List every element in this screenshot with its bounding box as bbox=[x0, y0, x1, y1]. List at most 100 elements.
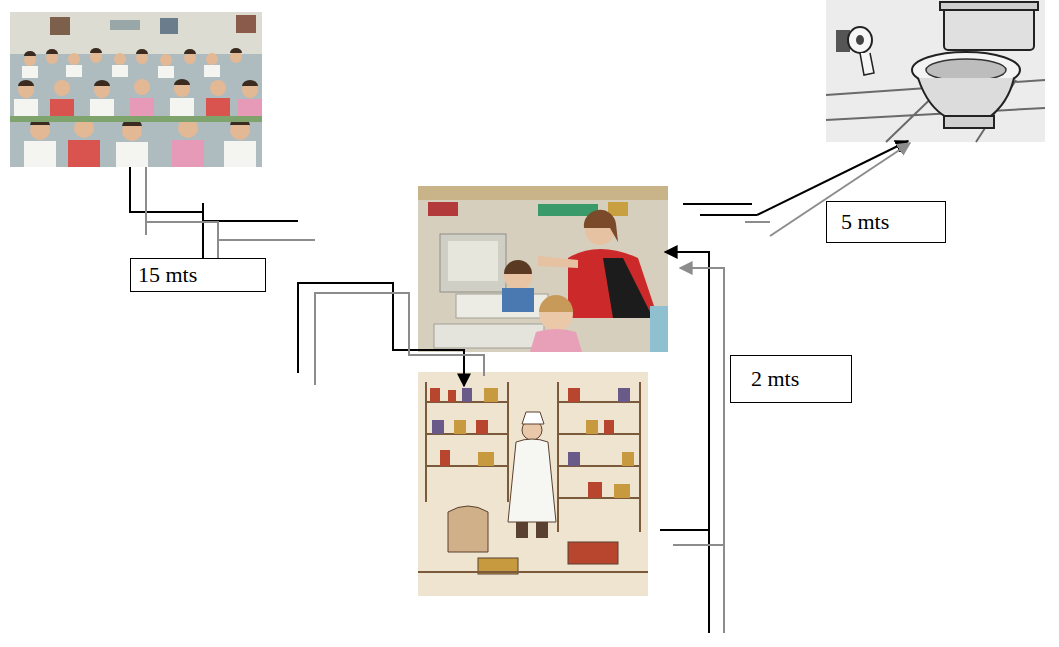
classroom-photo bbox=[18, 80, 34, 86]
classroom-photo bbox=[50, 98, 230, 167]
computer-room-photo bbox=[428, 202, 458, 216]
computer-room-photo bbox=[504, 260, 532, 274]
shop-illustration bbox=[586, 420, 598, 434]
shop-illustration bbox=[568, 542, 618, 564]
computer-room-photo bbox=[418, 186, 668, 200]
shop-illustration bbox=[440, 450, 450, 466]
shop-illustration bbox=[568, 452, 580, 466]
classroom-photo bbox=[236, 15, 256, 33]
classroom-photo bbox=[94, 80, 110, 86]
computer-room-photo bbox=[584, 210, 618, 242]
classroom-photo bbox=[134, 79, 150, 95]
route-lines bbox=[683, 204, 757, 215]
toilet-drawing bbox=[918, 78, 1014, 118]
shop-illustration bbox=[418, 372, 648, 596]
shop-illustration bbox=[604, 420, 614, 434]
computer-room-photo bbox=[434, 324, 544, 348]
route-lines bbox=[298, 283, 464, 386]
shop-illustration bbox=[516, 522, 528, 538]
classroom-photo bbox=[170, 98, 194, 116]
toilet-drawing bbox=[926, 59, 1006, 81]
classroom-photo bbox=[90, 99, 114, 117]
route-lines bbox=[665, 252, 709, 633]
distance-box: 5 mts bbox=[826, 201, 946, 243]
shop-illustration bbox=[448, 390, 456, 402]
shop-illustration bbox=[522, 412, 544, 424]
computer-room-photo bbox=[418, 186, 668, 352]
classroom-photo bbox=[204, 65, 220, 77]
classroom-photo bbox=[24, 51, 36, 56]
classroom-photo bbox=[114, 53, 126, 65]
route-lines bbox=[660, 529, 709, 531]
classroom-photo bbox=[14, 99, 38, 117]
classroom-photo bbox=[130, 98, 154, 116]
shop-illustration bbox=[418, 372, 648, 596]
classroom-photo bbox=[46, 49, 58, 54]
shop-illustration bbox=[476, 420, 488, 434]
classroom-photo bbox=[110, 20, 140, 30]
classroom-photo bbox=[10, 116, 262, 122]
toilet-drawing bbox=[944, 116, 994, 128]
distance-label: 2 mts bbox=[751, 366, 837, 391]
classroom-photo bbox=[206, 98, 230, 116]
computer-room-photo bbox=[603, 258, 653, 318]
classroom-photo bbox=[10, 12, 262, 167]
shop-illustration bbox=[622, 452, 634, 466]
classroom-photo bbox=[160, 54, 172, 66]
classroom-photo bbox=[184, 49, 196, 54]
shop-illustration bbox=[448, 506, 488, 552]
classroom-photo bbox=[68, 53, 80, 65]
classroom-photo bbox=[90, 48, 102, 53]
classroom-photo bbox=[50, 17, 70, 35]
distance-label: 5 mts bbox=[841, 209, 931, 234]
classroom-photo bbox=[24, 141, 56, 167]
shop-illustration bbox=[614, 484, 630, 498]
toilet-drawing bbox=[826, 0, 1045, 142]
classroom-photo bbox=[22, 66, 38, 78]
computer-room-photo bbox=[538, 256, 578, 268]
route-lines bbox=[315, 293, 484, 385]
classroom-photo bbox=[10, 12, 262, 54]
toilet-drawing bbox=[848, 27, 872, 53]
classroom-photo bbox=[238, 99, 262, 117]
classroom-photo bbox=[68, 140, 100, 167]
route-lines bbox=[130, 141, 910, 633]
shop-illustration bbox=[508, 439, 556, 522]
classroom-photo bbox=[224, 141, 256, 167]
shop-illustration bbox=[478, 452, 494, 466]
computer-room-photo bbox=[530, 329, 582, 352]
classroom-photo bbox=[50, 99, 74, 117]
computer-room-photo bbox=[568, 249, 658, 318]
classroom-photo bbox=[10, 12, 262, 167]
classroom-photo bbox=[18, 48, 258, 126]
classroom-photo bbox=[18, 51, 258, 141]
computer-room-photo bbox=[539, 295, 573, 312]
computer-room-photo bbox=[502, 288, 534, 312]
shop-illustration bbox=[418, 571, 648, 573]
shop-illustration bbox=[462, 388, 472, 402]
classroom-photo bbox=[160, 18, 178, 34]
classroom-photo bbox=[136, 49, 148, 54]
classroom-photo bbox=[174, 79, 190, 85]
classroom-photo bbox=[112, 65, 128, 77]
shop-illustration bbox=[484, 388, 498, 402]
classroom-photo bbox=[66, 65, 82, 77]
classroom-photo bbox=[172, 140, 204, 167]
classroom-photo bbox=[230, 48, 242, 53]
computer-room-photo bbox=[538, 204, 598, 216]
distance-label: 15 mts bbox=[138, 262, 258, 287]
classroom-photo bbox=[54, 80, 70, 96]
classroom-photo bbox=[158, 66, 174, 78]
shop-illustration bbox=[432, 420, 444, 434]
computer-room-photo bbox=[448, 241, 498, 281]
classroom-photo bbox=[130, 98, 262, 167]
toilet-drawing bbox=[826, 0, 1045, 142]
shop-illustration bbox=[430, 388, 440, 402]
route-lines bbox=[130, 167, 298, 272]
computer-room-photo bbox=[440, 234, 506, 292]
distance-box: 15 mts bbox=[130, 258, 266, 292]
shop-illustration bbox=[454, 420, 466, 434]
